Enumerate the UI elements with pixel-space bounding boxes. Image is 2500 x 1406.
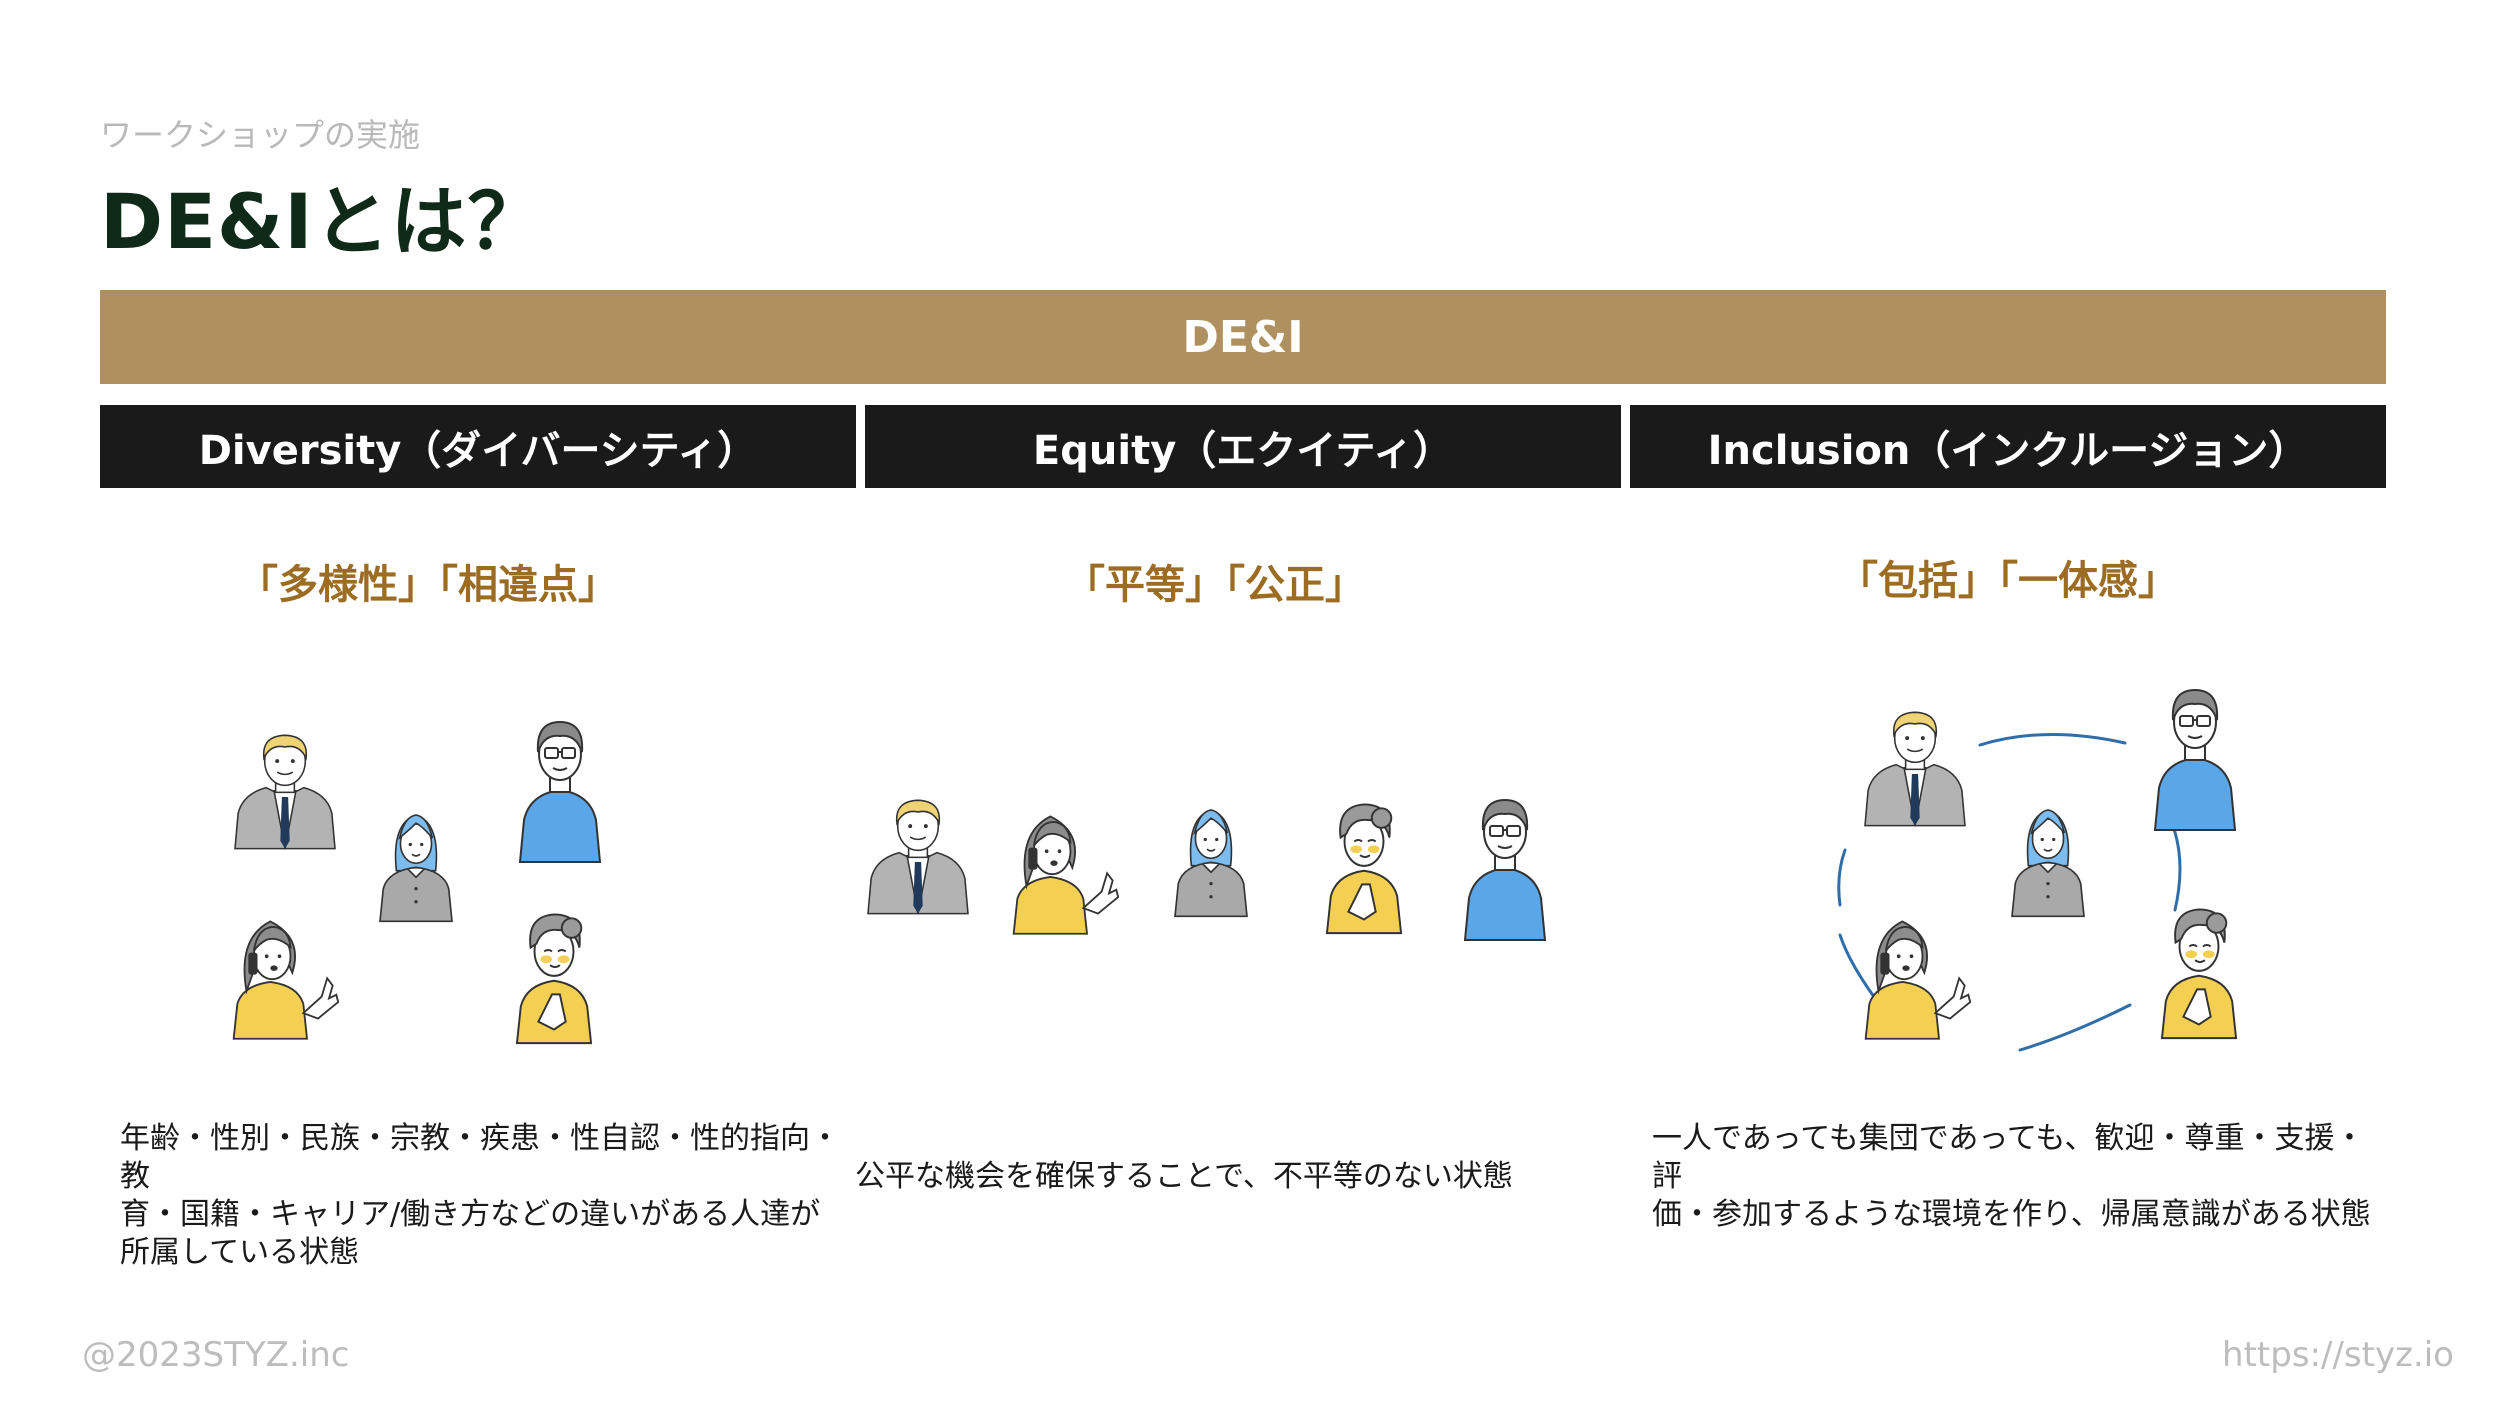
dei-banner-label: DE&I [1182, 312, 1303, 363]
equity-header: Equity（エクイティ） [865, 405, 1621, 488]
equity-header-label: Equity（エクイティ） [1033, 418, 1453, 476]
description-line: 一人であっても集団であっても、歓迎・尊重・支援・評 [1652, 1120, 2372, 1196]
elderly-woman-icon [515, 895, 593, 1045]
inclusion-header-label: Inclusion（インクルージョン） [1708, 418, 2309, 476]
diversity-description: 年齢・性別・民族・宗教・疾患・性自認・性的指向・教 育・国籍・キャリア/働き方な… [120, 1120, 850, 1272]
businessman-icon [235, 715, 335, 865]
woman-on-phone-icon [230, 895, 340, 1045]
man-with-glasses-icon [1465, 790, 1545, 940]
businessman-icon [1865, 692, 1965, 842]
man-with-glasses-icon [520, 712, 600, 862]
inclusion-keyword: 「包括」「一体感」 [1630, 548, 2386, 606]
woman-blue-hair-icon [2012, 780, 2084, 930]
description-line: 年齢・性別・民族・宗教・疾患・性自認・性的指向・教 [120, 1120, 850, 1196]
equity-keyword: 「平等」「公正」 [865, 552, 1565, 610]
description-line: 価・参加するような環境を作り、帰属意識がある状態 [1652, 1196, 2372, 1234]
dei-banner: DE&I [100, 290, 2386, 384]
businessman-icon [868, 780, 968, 930]
description-line: 所属している状態 [120, 1234, 850, 1272]
man-with-glasses-icon [2155, 680, 2235, 830]
diversity-keyword: 「多様性」「相違点」 [100, 552, 756, 610]
page-title: DE&Iとは？ [100, 160, 545, 270]
diversity-header: Diversity（ダイバーシティ） [100, 405, 856, 488]
inclusion-header: Inclusion（インクルージョン） [1630, 405, 2386, 488]
woman-blue-hair-icon [380, 785, 452, 935]
description-line: 公平な機会を確保することで、不平等のない状態 [855, 1158, 1615, 1196]
footer-link[interactable]: https://styz.io [2222, 1335, 2454, 1375]
diversity-header-label: Diversity（ダイバーシティ） [199, 418, 758, 476]
description-line: 育・国籍・キャリア/働き方などの違いがある人達が [120, 1196, 850, 1234]
elderly-woman-icon [1325, 785, 1403, 935]
page-subtitle: ワークショップの実施 [100, 110, 420, 156]
woman-on-phone-icon [1862, 895, 1972, 1045]
elderly-woman-icon [2160, 890, 2238, 1040]
inclusion-description: 一人であっても集団であっても、歓迎・尊重・支援・評 価・参加するような環境を作り… [1652, 1120, 2372, 1234]
woman-on-phone-icon [1010, 790, 1120, 940]
equity-description: 公平な機会を確保することで、不平等のない状態 [855, 1158, 1615, 1196]
footer-copyright: @2023STYZ.inc [82, 1335, 349, 1375]
woman-blue-hair-icon [1175, 780, 1247, 930]
